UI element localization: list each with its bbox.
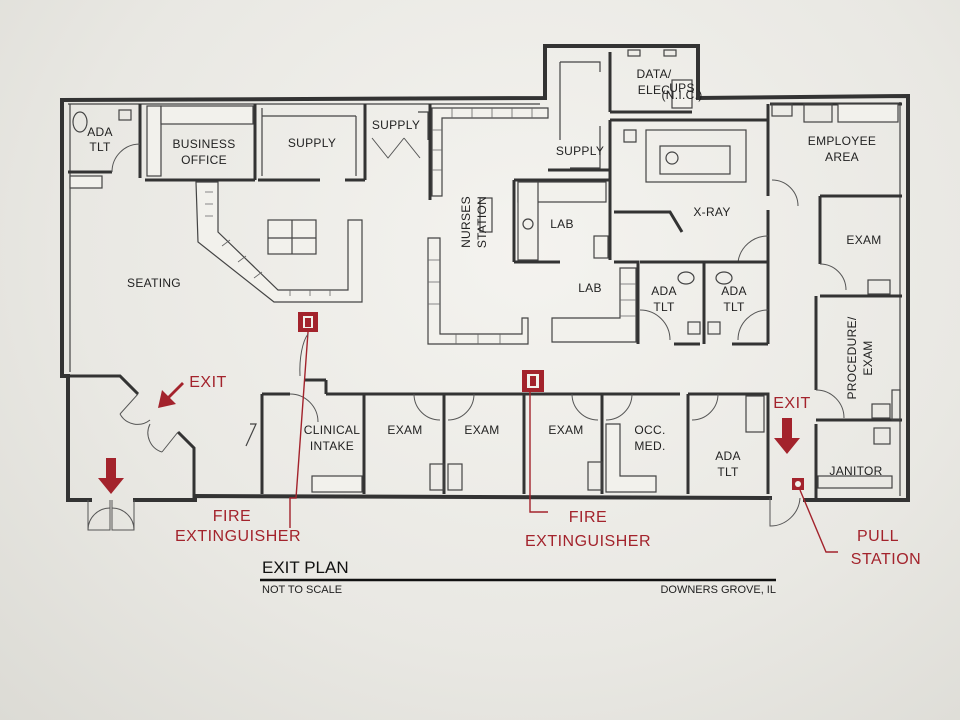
room-label-ada-tlt-line2: TLT (89, 140, 111, 154)
fire-extinguisher-2-label: FIRE (569, 509, 607, 526)
room-label-exam-1: EXAM (387, 423, 422, 437)
room-labels: ADA TLT BUSINESS OFFICE SUPPLY SUPPLY DA… (87, 67, 882, 479)
room-label-procedure-exam-line2: EXAM (861, 340, 875, 375)
room-label-occ-med-line2: MED. (634, 439, 665, 453)
plan-location: DOWNERS GROVE, IL (660, 584, 776, 596)
room-label-lab-1: LAB (550, 217, 574, 231)
room-label-procedure-exam: PROCEDURE/ (845, 316, 859, 399)
exit-arrow-down-right-icon (774, 418, 800, 454)
fire-extinguisher-1-label-line2: EXTINGUISHER (175, 528, 301, 545)
pull-station-label: PULL (857, 528, 899, 545)
room-label-ada-tlt-3: ADA (721, 284, 747, 298)
fire-extinguisher-1-leader (289, 331, 309, 528)
room-label-janitor: JANITOR (829, 464, 882, 478)
plan-title: EXIT PLAN (262, 558, 349, 577)
room-label-ada-tlt-4: ADA (715, 449, 741, 463)
room-label-ada-tlt-3-line2: TLT (723, 300, 745, 314)
pull-station-leader (799, 489, 838, 553)
room-label-nurses-station-line2: STATION (475, 196, 489, 248)
room-label-clinical-intake: CLINICAL (304, 423, 360, 437)
room-label-employee-area-line2: AREA (825, 150, 859, 164)
room-label-exam-right: EXAM (846, 233, 881, 247)
room-label-supply-2: SUPPLY (372, 118, 420, 132)
room-label-supply-3: SUPPLY (556, 144, 604, 158)
room-label-occ-med: OCC. (634, 423, 665, 437)
entrance-vestibule (68, 374, 801, 531)
interior-walls-right (814, 196, 902, 498)
room-label-nurses-station: NURSES (459, 196, 473, 248)
room-label-business-office-line2: OFFICE (181, 153, 227, 167)
room-label-ada-tlt: ADA (87, 125, 113, 139)
fire-extinguisher-2-leader (529, 392, 548, 513)
room-label-ups: UPS (669, 81, 695, 95)
room-label-data-elec-line2: ELEC (638, 83, 671, 97)
interior-walls-top (68, 49, 902, 260)
fire-extinguisher-2-icon (522, 370, 544, 392)
room-label-business-office: BUSINESS (172, 137, 235, 151)
interior-walls-middle (195, 107, 770, 346)
room-label-lab-2: LAB (578, 281, 602, 295)
exit-arrow-down-left-icon (98, 458, 124, 494)
plan-subtitle: NOT TO SCALE (262, 584, 342, 596)
pull-station-icon (792, 478, 804, 490)
room-label-ada-tlt-4-line2: TLT (717, 465, 739, 479)
interior-walls-bottom (245, 378, 770, 494)
fire-extinguisher-2-label-line2: EXTINGUISHER (525, 533, 651, 550)
room-label-xray: X-RAY (693, 205, 730, 219)
room-label-employee-area: EMPLOYEE (808, 134, 876, 148)
room-label-ada-tlt-2: ADA (651, 284, 677, 298)
exit-label-left: EXIT (189, 374, 227, 391)
exit-label-right: EXIT (773, 395, 811, 412)
fire-extinguisher-1-icon (298, 312, 318, 332)
room-label-seating: SEATING (127, 276, 181, 290)
room-label-exam-2: EXAM (464, 423, 499, 437)
room-label-exam-3: EXAM (548, 423, 583, 437)
room-label-supply-1: SUPPLY (288, 136, 336, 150)
exit-arrow-left-icon (158, 382, 184, 408)
room-label-clinical-intake-line2: INTAKE (310, 439, 354, 453)
fire-extinguisher-1-label: FIRE (213, 508, 251, 525)
pull-station-label-line2: STATION (851, 551, 921, 568)
room-label-data-elec: DATA/ (636, 67, 671, 81)
room-label-ada-tlt-2-line2: TLT (653, 300, 675, 314)
room-label-ups-line2: (N.I.C.) (661, 88, 702, 102)
